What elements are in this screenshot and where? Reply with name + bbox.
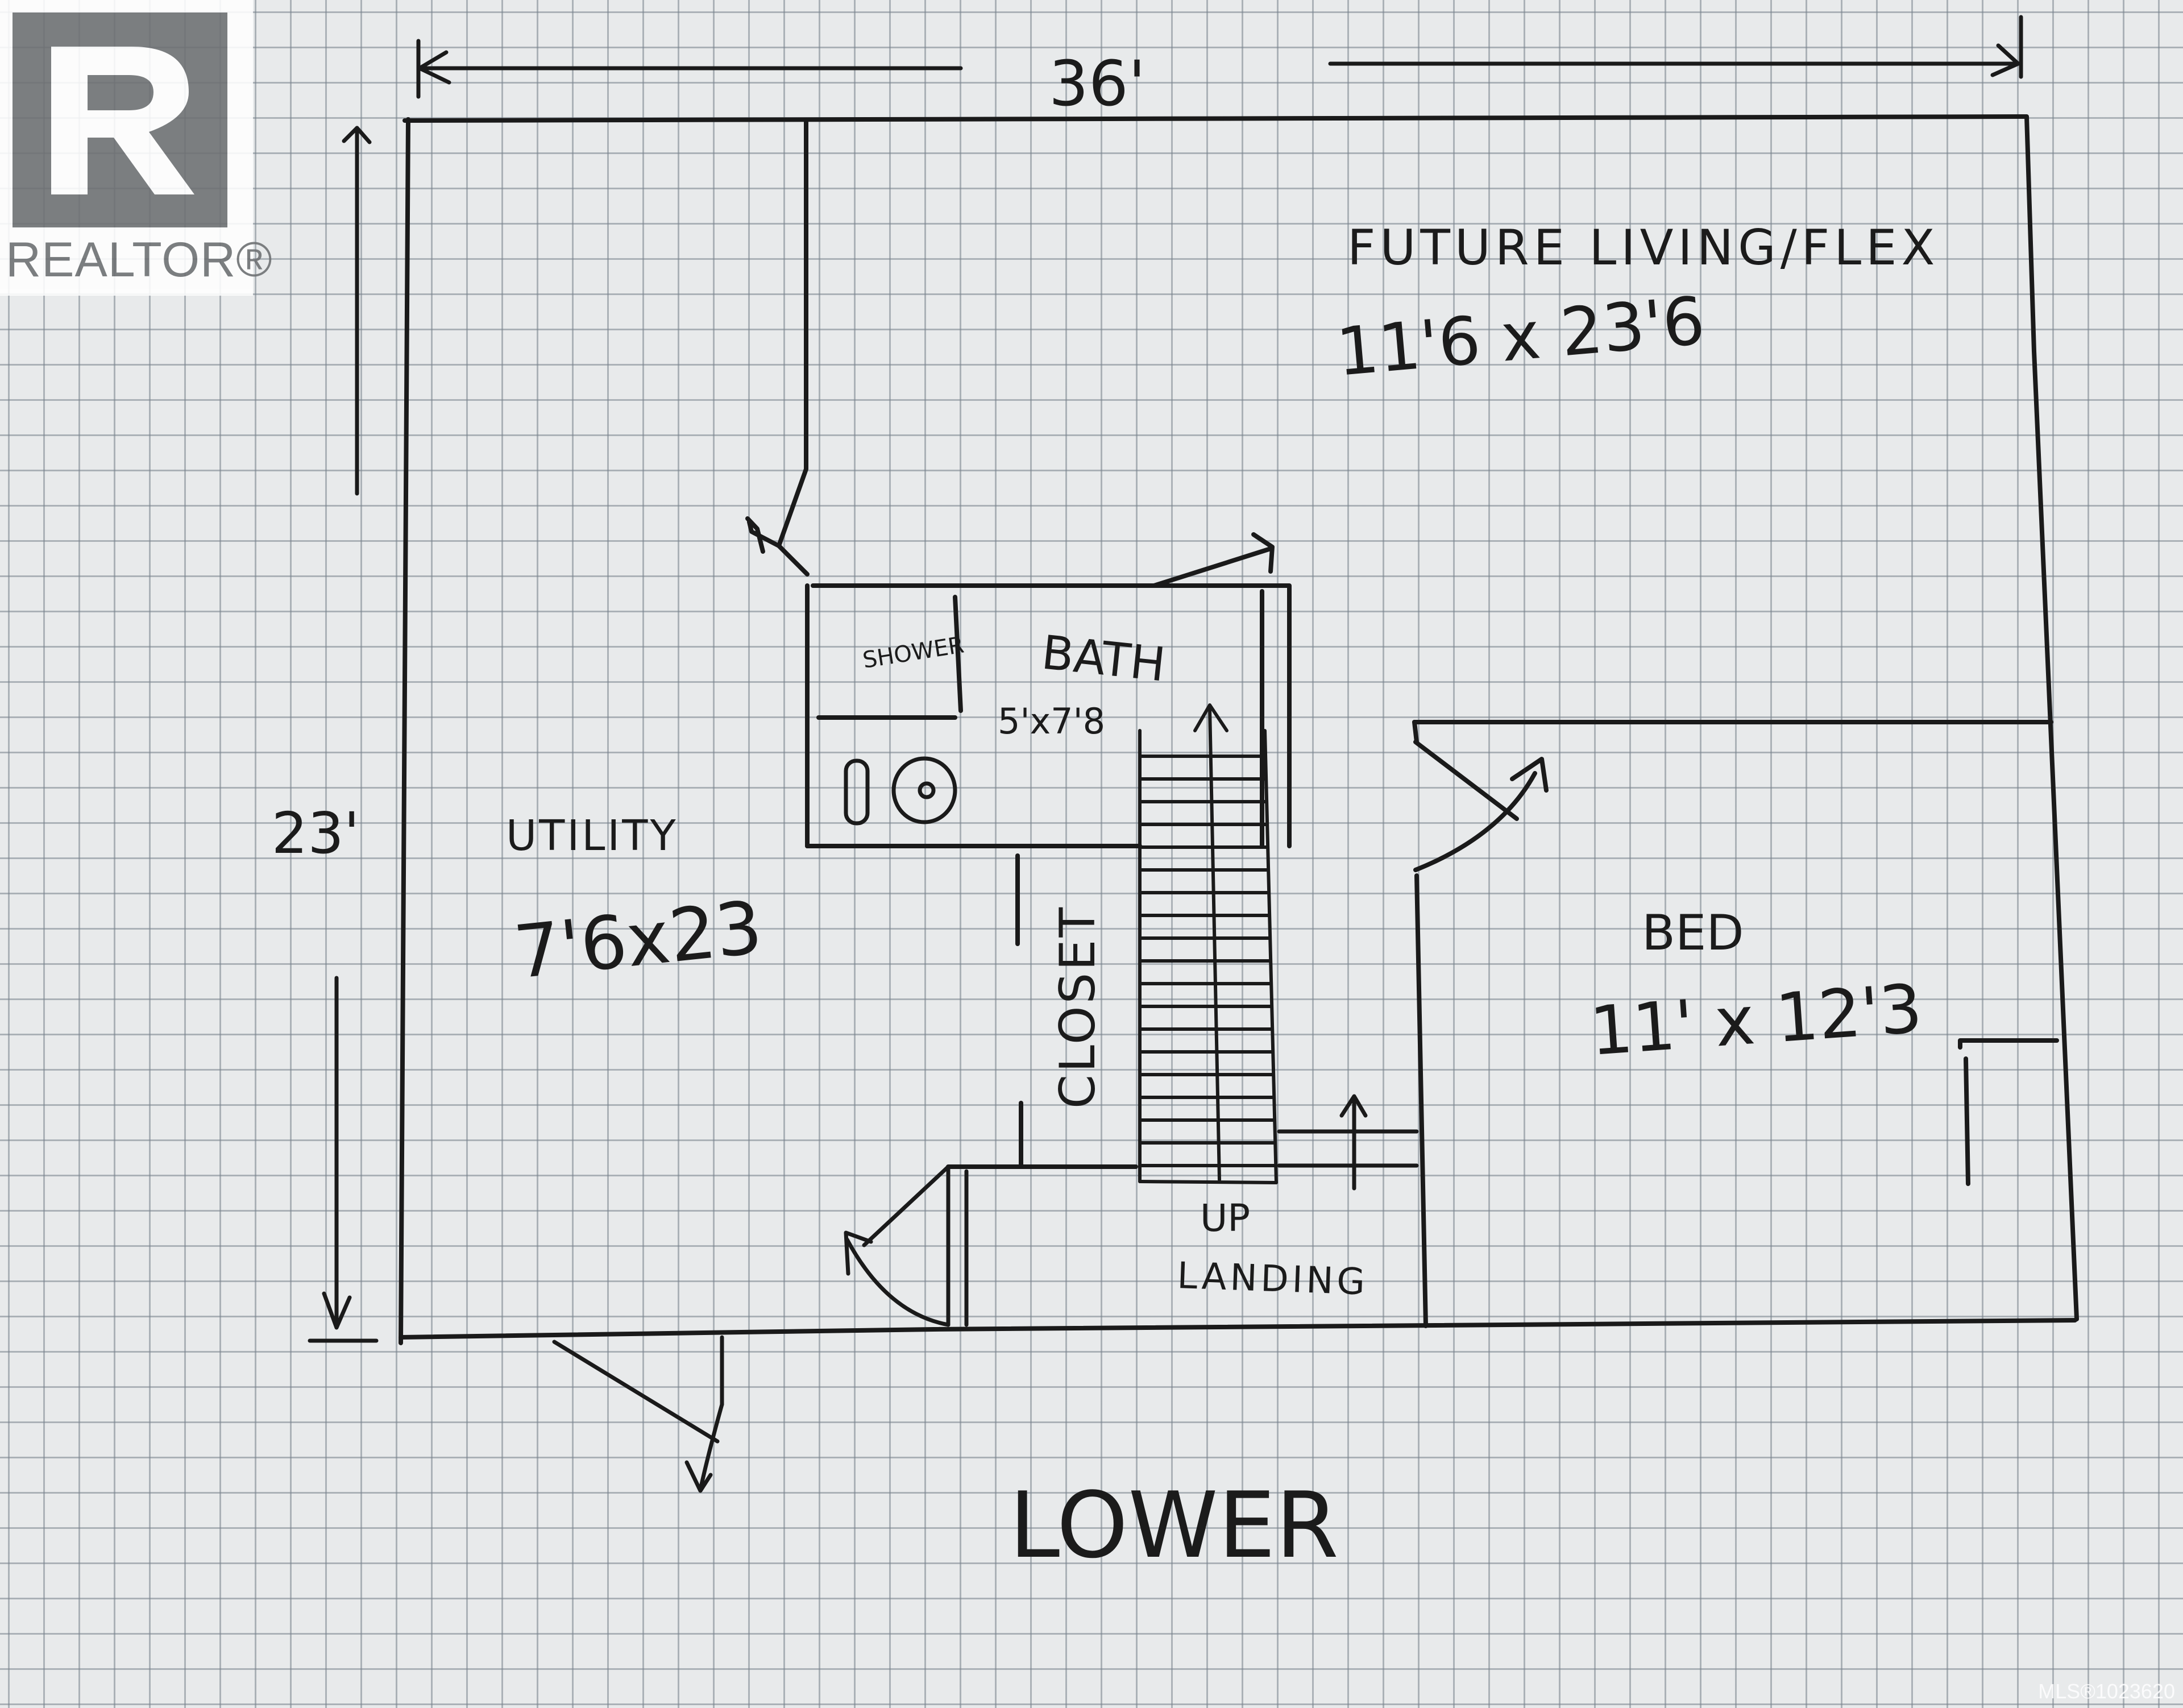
bath-size: 5'x7'8 bbox=[998, 700, 1105, 742]
bed-label: BED bbox=[1642, 905, 1744, 961]
future-living-size: 11'6 x 23'6 bbox=[1334, 283, 1708, 391]
shower-label: SHOWER bbox=[861, 632, 966, 674]
utility-size: 7'6x23 bbox=[511, 885, 766, 996]
bath-label: BATH bbox=[1039, 625, 1168, 692]
depth-dimension-label: 23' bbox=[272, 800, 360, 867]
width-dimension-label: 36' bbox=[1049, 47, 1146, 120]
utility-walls bbox=[745, 118, 810, 577]
bed-size: 11' x 12'3 bbox=[1587, 969, 1924, 1070]
up-label: UP bbox=[1200, 1196, 1250, 1240]
closet-walls bbox=[946, 853, 1138, 1169]
listing-id: MLS®1023620 bbox=[2038, 1680, 2175, 1703]
realtor-r-icon bbox=[13, 13, 227, 227]
closet-label: CLOSET bbox=[1049, 905, 1106, 1109]
realtor-logo: REALTOR® bbox=[0, 0, 272, 296]
depth-dimension-line bbox=[308, 126, 379, 1343]
outer-walls bbox=[399, 114, 2079, 1345]
bath-walls bbox=[805, 532, 1292, 848]
future-living-label: FUTURE LIVING/FLEX bbox=[1347, 219, 1939, 276]
bed-walls bbox=[1412, 720, 2059, 1328]
staircase bbox=[1138, 703, 1278, 1184]
utility-exterior-door bbox=[552, 1335, 724, 1493]
landing-label: LANDING bbox=[1176, 1255, 1369, 1304]
realtor-logo-text: REALTOR® bbox=[6, 233, 273, 287]
landing-door bbox=[844, 1164, 969, 1327]
landing-walls bbox=[1277, 1094, 1419, 1191]
width-dimension-line bbox=[416, 15, 2023, 99]
floor-title: LOWER bbox=[1009, 1472, 1339, 1578]
bath-fixtures bbox=[844, 756, 957, 826]
utility-label: UTILITY bbox=[506, 811, 678, 860]
